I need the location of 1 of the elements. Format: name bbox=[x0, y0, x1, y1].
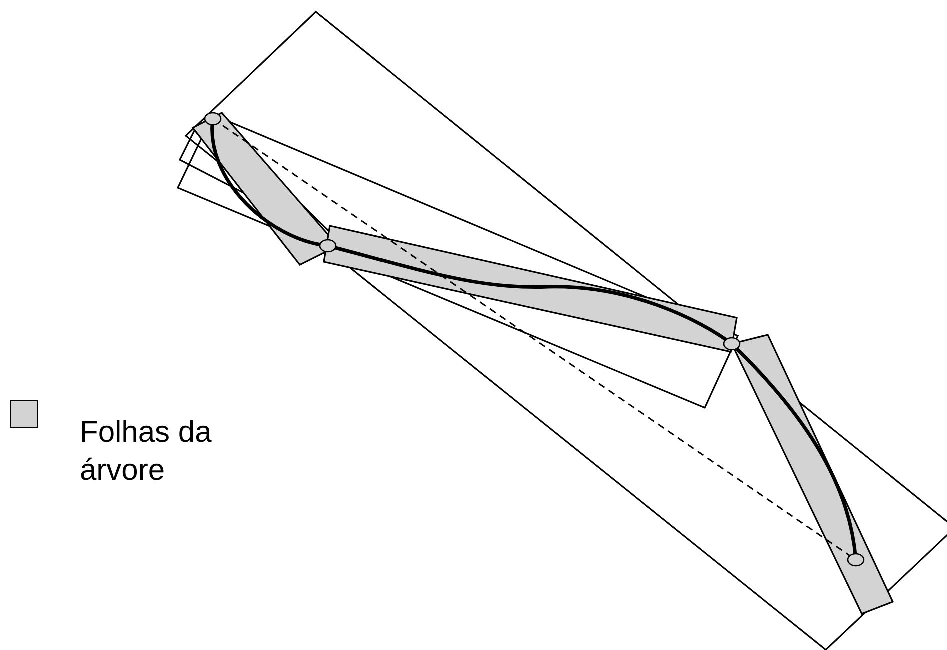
legend-text: Folhas da árvore bbox=[80, 415, 213, 489]
